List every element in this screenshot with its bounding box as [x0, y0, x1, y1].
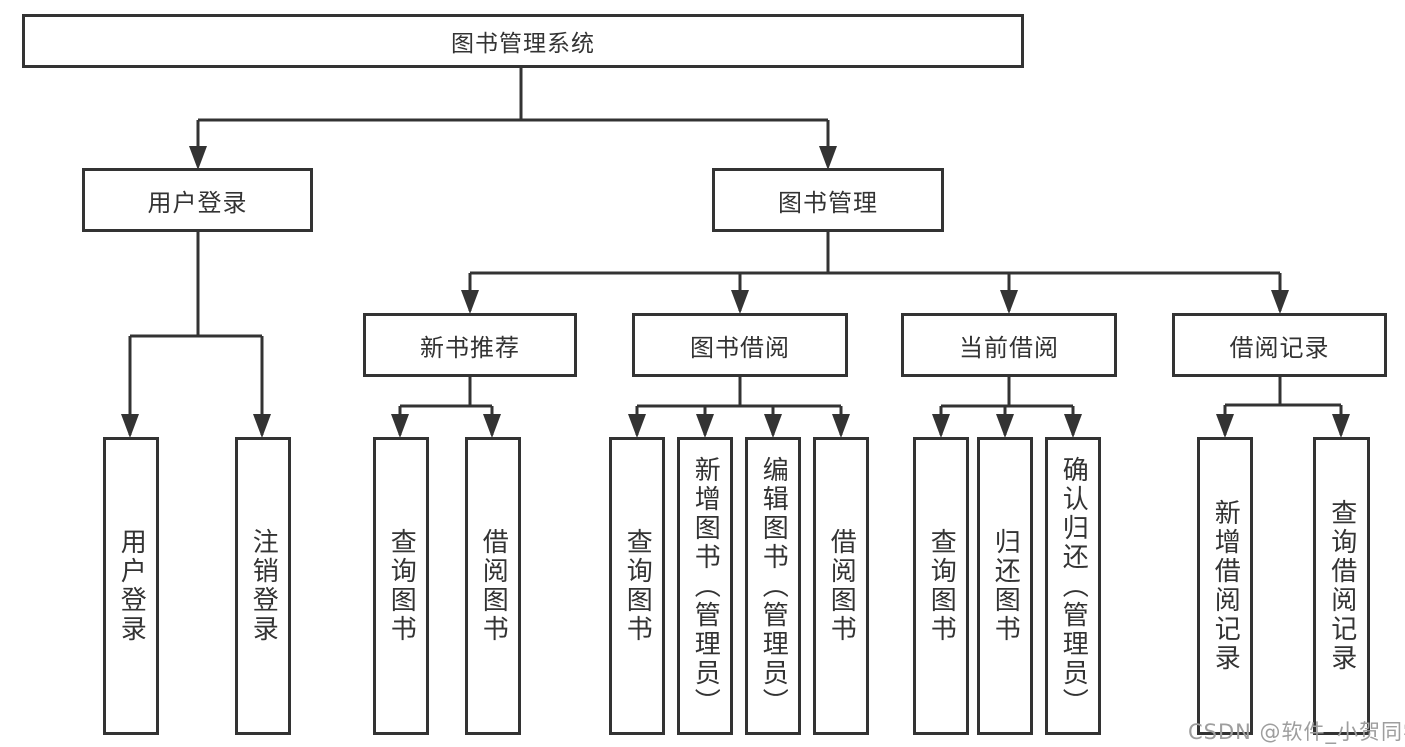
- leaf-borrow-books-1: 借阅图书: [465, 437, 521, 735]
- node-new-book-recommend: 新书推荐: [363, 313, 577, 377]
- leaf-edit-book-admin: 编辑图书（管理员）: [745, 437, 801, 735]
- leaf-return-book: 归还图书: [977, 437, 1033, 735]
- node-borrow-records: 借阅记录: [1172, 313, 1387, 377]
- leaf-add-borrow-record: 新增借阅记录: [1197, 437, 1253, 735]
- leaf-logout: 注销登录: [235, 437, 291, 735]
- leaf-query-books-3: 查询图书: [913, 437, 969, 735]
- leaf-user-login: 用户登录: [103, 437, 159, 735]
- node-current-borrow: 当前借阅: [901, 313, 1117, 377]
- node-user-login: 用户登录: [82, 168, 313, 232]
- node-book-borrow: 图书借阅: [632, 313, 848, 377]
- watermark: CSDN @软件_小贺同学: [1188, 720, 1405, 744]
- leaf-query-borrow-record: 查询借阅记录: [1313, 437, 1370, 735]
- leaf-borrow-books-2: 借阅图书: [813, 437, 869, 735]
- leaf-query-books-2: 查询图书: [609, 437, 665, 735]
- leaf-query-books-1: 查询图书: [373, 437, 429, 735]
- node-root: 图书管理系统: [22, 14, 1024, 68]
- leaf-add-book-admin: 新增图书（管理员）: [677, 437, 733, 735]
- node-book-management: 图书管理: [712, 168, 944, 232]
- leaf-confirm-return-admin: 确认归还（管理员）: [1045, 437, 1101, 735]
